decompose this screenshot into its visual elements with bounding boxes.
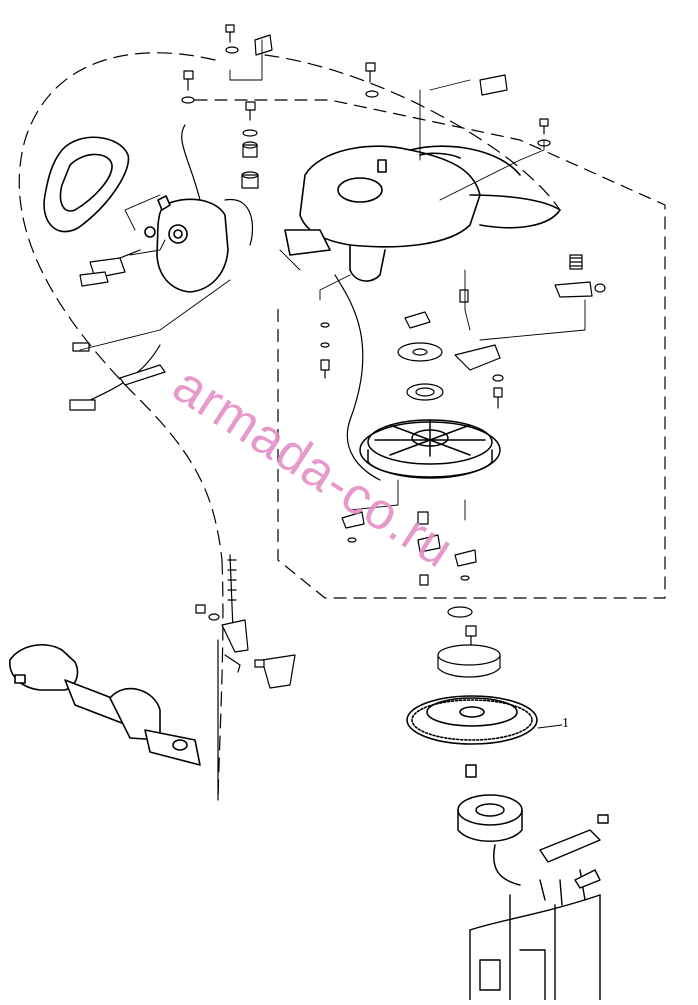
stator-icon xyxy=(457,764,523,886)
rope-pulley-icon xyxy=(359,419,501,479)
starter-rope-icon xyxy=(334,274,381,481)
callout-number: 1 xyxy=(562,716,569,731)
pawl-icon xyxy=(341,511,477,586)
starter-lever-icon xyxy=(454,289,504,409)
cable-linkage-icon xyxy=(195,554,296,801)
leader-lines xyxy=(79,39,586,729)
starter-cover-icon xyxy=(144,195,229,293)
starter-housing-icon xyxy=(284,145,561,282)
flywheel-icon xyxy=(406,695,538,745)
assembly-boundary xyxy=(194,99,666,599)
starter-spring-icon xyxy=(554,254,606,298)
cowling-outline xyxy=(18,52,561,801)
starter-handle-icon xyxy=(43,136,130,233)
throttle-cable-icon xyxy=(69,124,254,411)
starter-cup-icon xyxy=(437,606,501,678)
handle-pin-icon xyxy=(72,249,141,352)
bolt-icon xyxy=(181,24,551,147)
bracket-icon xyxy=(254,34,508,96)
tiller-handle-icon xyxy=(9,644,201,766)
pulley-stack-icon xyxy=(397,311,444,401)
engine-block-icon xyxy=(469,814,609,1001)
small-bolt-icon xyxy=(320,322,330,379)
spacer-icon xyxy=(241,129,259,189)
